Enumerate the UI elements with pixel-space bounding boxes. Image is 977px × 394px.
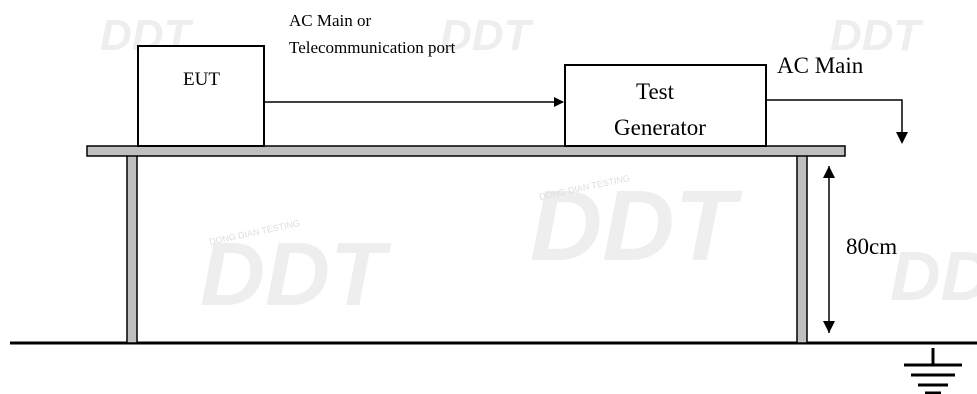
svg-text:DDT: DDT bbox=[890, 237, 977, 315]
svg-text:DDT: DDT bbox=[440, 11, 534, 60]
generator-label-line1: Test bbox=[636, 79, 674, 104]
watermark-logos: DDT DDT DDT DDT DONG DIAN TESTING DDT DO… bbox=[100, 11, 977, 325]
test-generator-box bbox=[564, 64, 767, 147]
ground-symbol-icon bbox=[904, 348, 962, 394]
watermark-logo: DDT bbox=[440, 11, 534, 60]
ac-main-arrowhead bbox=[896, 132, 908, 144]
table-top bbox=[86, 145, 846, 157]
port-label-line1: AC Main or bbox=[289, 11, 372, 30]
port-label-line2: Telecommunication port bbox=[289, 38, 456, 57]
watermark-logo: DDT bbox=[890, 237, 977, 315]
height-arrow-top bbox=[823, 166, 835, 178]
svg-text:DDT: DDT bbox=[200, 225, 392, 325]
height-label: 80cm bbox=[846, 234, 898, 259]
eut-box bbox=[137, 45, 265, 147]
svg-text:DDT: DDT bbox=[530, 170, 743, 282]
ac-main-line bbox=[766, 99, 903, 140]
height-arrow-bottom bbox=[823, 321, 835, 333]
table-leg-left bbox=[126, 154, 138, 344]
watermark-logo: DDT DONG DIAN TESTING bbox=[200, 218, 392, 325]
watermark-logo: DDT DONG DIAN TESTING bbox=[530, 170, 743, 282]
table-leg-right bbox=[796, 154, 808, 344]
eut-label: EUT bbox=[183, 69, 220, 90]
svg-text:DDT: DDT bbox=[830, 11, 924, 60]
watermark-logo: DDT bbox=[830, 11, 924, 60]
generator-label-line2: Generator bbox=[614, 115, 706, 140]
ac-main-label: AC Main bbox=[777, 53, 864, 78]
